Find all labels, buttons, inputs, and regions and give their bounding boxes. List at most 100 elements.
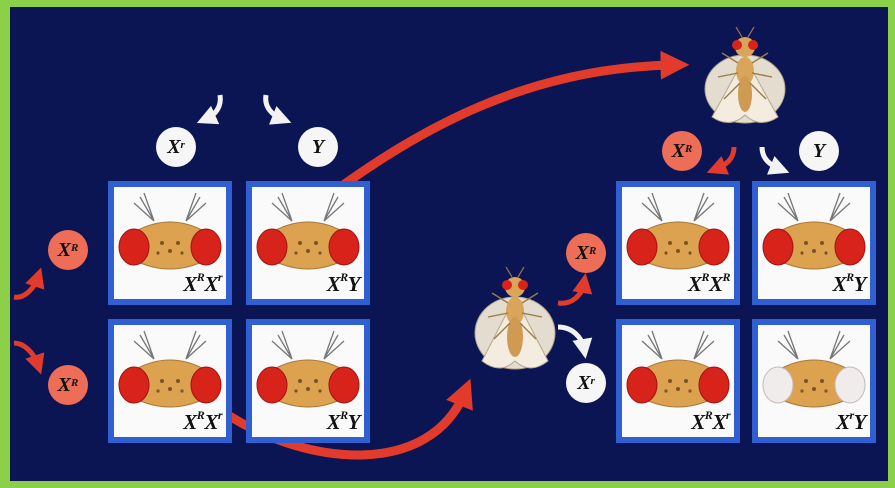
genotype-base: X	[691, 410, 705, 434]
allele-superscript: r	[590, 375, 595, 387]
left-eye	[762, 366, 794, 404]
genotype-label: XrY	[835, 408, 867, 435]
arrow-red-right-side	[557, 273, 593, 306]
genotype-label: XRXr	[183, 408, 223, 435]
genotype-superscript: r	[725, 408, 731, 422]
genotype-superscript: r	[217, 270, 223, 284]
genotype-base: X	[832, 272, 847, 296]
right-eye	[698, 366, 730, 404]
allele-base: Y	[812, 139, 826, 162]
fly-head-icon	[256, 330, 360, 408]
left-eye	[762, 228, 794, 266]
left-eye	[626, 366, 658, 404]
allele-superscript: R	[71, 242, 79, 254]
allele-base: X	[671, 139, 685, 162]
allele-base: X	[57, 373, 71, 396]
fly-head-icon	[118, 192, 222, 270]
allele-base: X	[575, 241, 589, 264]
genotype-superscript: R	[196, 270, 205, 284]
genotype-base: Y	[853, 410, 867, 434]
genotype-superscript: R	[196, 408, 205, 422]
genotype-base: X	[712, 410, 726, 434]
genotype-base: X	[204, 410, 218, 434]
genotype-label: XRY	[832, 270, 867, 297]
allele-superscript: R	[685, 143, 693, 155]
arrow-red-left-1	[13, 267, 45, 300]
right-eye	[190, 366, 222, 404]
genotype-label: XRY	[326, 270, 361, 297]
genotype-base: X	[183, 410, 197, 434]
right-eye	[834, 366, 866, 404]
fly-head-icon	[626, 192, 730, 270]
fly-head-icon	[762, 192, 866, 270]
right-eye	[190, 228, 222, 266]
genotype-base: X	[183, 272, 197, 296]
genotype-base: X	[326, 410, 341, 434]
allele-base: X	[57, 238, 71, 261]
genotype-superscript: R	[722, 270, 730, 284]
genotype-label: XRXR	[687, 270, 731, 297]
allele-superscript: r	[180, 139, 185, 151]
right-cell: XRY	[752, 181, 876, 305]
arrow-white-left-1	[196, 94, 223, 125]
left-cell: XRXr	[108, 319, 232, 443]
fly-head-icon	[118, 330, 222, 408]
genotype-superscript: r	[849, 408, 855, 422]
male-fly-illustration	[704, 26, 786, 124]
genotype-base: X	[708, 272, 723, 296]
fly-head-icon	[762, 330, 866, 408]
arrow-white-right-side	[557, 324, 593, 359]
genotype-label: XRXr	[183, 270, 223, 297]
left-eye	[626, 228, 658, 266]
allele-base: X	[167, 135, 181, 158]
genotype-base: X	[204, 272, 218, 296]
genotype-base: X	[326, 272, 341, 296]
genotype-base: Y	[853, 272, 867, 296]
arrow-red-right-top	[706, 146, 737, 175]
genotype-base: X	[687, 272, 702, 296]
left-cell: XRY	[246, 319, 370, 443]
genotype-superscript: r	[217, 408, 223, 422]
right-eye	[698, 228, 730, 266]
genotype-superscript: R	[704, 408, 713, 422]
right-eye	[834, 228, 866, 266]
genotype-superscript: R	[846, 270, 854, 284]
right-cell: XrY	[752, 319, 876, 443]
genotype-label: XRY	[326, 408, 361, 435]
allele-superscript: R	[71, 377, 79, 389]
allele-base: X	[577, 371, 591, 394]
arrow-white-left-2	[263, 94, 292, 125]
left-cell: XRY	[246, 181, 370, 305]
genotype-base: X	[835, 410, 850, 434]
genotype-superscript: R	[701, 270, 709, 284]
arrow-white-right-top	[759, 146, 790, 175]
left-eye	[256, 366, 288, 404]
female-fly-illustration	[474, 266, 556, 370]
left-cell: XRXr	[108, 181, 232, 305]
left-eye	[256, 228, 288, 266]
genotype-superscript: R	[340, 408, 348, 422]
allele-base: Y	[311, 135, 325, 158]
right-cell: XRXr	[616, 319, 740, 443]
fly-head-icon	[256, 192, 360, 270]
genotype-base: Y	[347, 410, 361, 434]
allele-superscript: R	[589, 245, 597, 257]
genotype-superscript: R	[340, 270, 348, 284]
arrow-red-left-2	[13, 340, 45, 375]
left-top-allele-2: Y	[298, 127, 338, 167]
arrow-to-male-fly	[315, 50, 690, 207]
genotype-label: XRXr	[691, 408, 731, 435]
right-eye	[328, 228, 360, 266]
fly-head-icon	[626, 330, 730, 408]
left-eye	[118, 228, 150, 266]
right-top-allele-2: Y	[799, 131, 839, 171]
left-eye	[118, 366, 150, 404]
right-cell: XRXR	[616, 181, 740, 305]
